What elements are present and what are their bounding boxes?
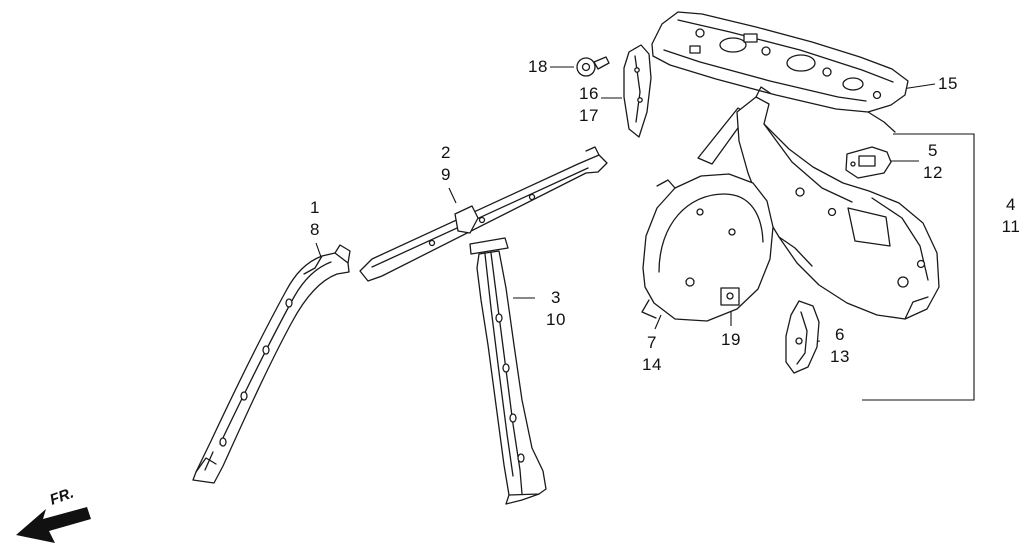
roof-side-rail-part — [359, 146, 608, 282]
front-pillar-inner-part — [192, 244, 351, 484]
callout-7-14: 7 14 — [642, 333, 662, 374]
callout-3-10: 3 10 — [546, 288, 566, 329]
callout-15: 15 — [938, 74, 958, 93]
callout-19: 19 — [721, 330, 741, 349]
fr-label: FR. — [48, 485, 77, 509]
callout-6-13: 6 13 — [830, 325, 850, 366]
callout-18: 18 — [528, 57, 548, 76]
fr-direction-marker: FR. — [16, 485, 91, 543]
stiffener-strip-part — [623, 44, 652, 138]
rear-shelf-panel-part — [651, 11, 909, 133]
callout-5-12: 5 12 — [923, 141, 943, 182]
callout-16-17: 16 17 — [579, 84, 599, 125]
wheelhouse-inner-part — [641, 173, 774, 322]
callout-2-9: 2 9 — [441, 143, 451, 184]
center-pillar-inner-part — [469, 237, 547, 505]
clip-part — [720, 287, 740, 306]
callout-4-11: 4 11 — [1001, 195, 1021, 236]
shelf-bracket-part — [845, 146, 892, 179]
bolt-part — [576, 56, 610, 77]
callout-1-8: 1 8 — [310, 198, 320, 239]
quarter-panel-inner-part — [697, 86, 940, 320]
fr-arrow-icon — [16, 507, 91, 543]
gusset-part — [785, 300, 820, 374]
